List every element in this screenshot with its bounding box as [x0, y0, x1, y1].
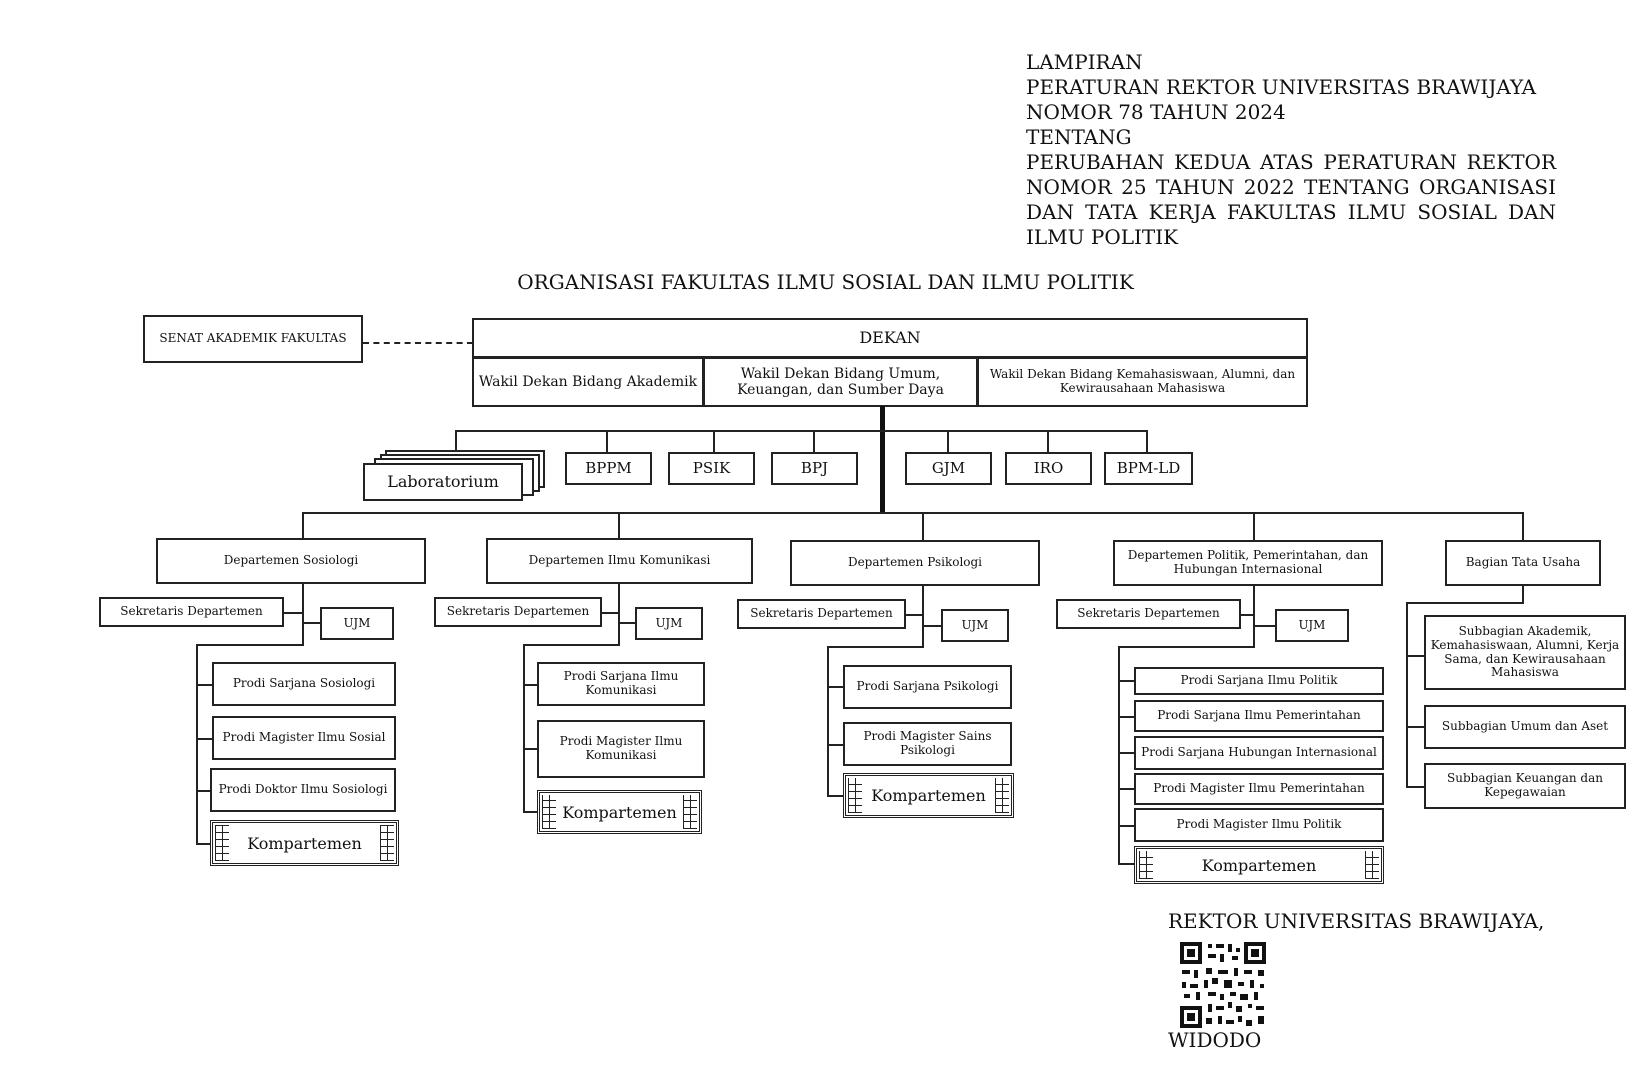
header-ilmu-politik: ILMU POLITIK — [1026, 225, 1179, 249]
sekretaris-komunikasi: Sekretaris Departemen — [434, 597, 602, 627]
dept-sosiologi: Departemen Sosiologi — [156, 538, 426, 584]
main-trunk — [880, 406, 885, 512]
sekretaris-psikologi: Sekretaris Departemen — [737, 599, 906, 629]
rektor-title: REKTOR UNIVERSITAS BRAWIJAYA, — [1168, 909, 1545, 933]
prodi-magister-ilmu-sosial: Prodi Magister Ilmu Sosial — [212, 716, 396, 760]
header-perubahan: PERUBAHAN KEDUA ATAS PERATURAN REKTOR — [1026, 150, 1556, 174]
prodi-sarjana-ilmu-politik: Prodi Sarjana Ilmu Politik — [1134, 667, 1384, 695]
bagian-tata-usaha: Bagian Tata Usaha — [1445, 540, 1601, 586]
sekretaris-politik: Sekretaris Departemen — [1056, 599, 1241, 629]
ujm-komunikasi: UJM — [635, 607, 703, 640]
prodi-sarjana-hubungan-internasional: Prodi Sarjana Hubungan Internasional — [1134, 736, 1384, 770]
subbagian-umum-aset: Subbagian Umum dan Aset — [1424, 705, 1626, 749]
prodi-magister-sains-psikologi: Prodi Magister Sains Psikologi — [843, 722, 1012, 766]
units-connector — [455, 430, 1148, 432]
prodi-sarjana-ilmu-pemerintahan: Prodi Sarjana Ilmu Pemerintahan — [1134, 700, 1384, 732]
bppm-box: BPPM — [565, 452, 652, 485]
bpmld-box: BPM-LD — [1104, 452, 1193, 485]
gjm-box: GJM — [905, 452, 992, 485]
iro-box: IRO — [1005, 452, 1092, 485]
ujm-psikologi: UJM — [941, 609, 1009, 642]
header-tata-kerja: DAN TATA KERJA FAKULTAS ILMU SOSIAL DAN — [1026, 200, 1556, 224]
kompartemen-psikologi: Kompartemen — [843, 773, 1014, 818]
prodi-magister-ilmu-politik: Prodi Magister Ilmu Politik — [1134, 808, 1384, 842]
prodi-sarjana-ilmu-komunikasi: Prodi Sarjana Ilmu Komunikasi — [537, 662, 705, 706]
kompartemen-politik: Kompartemen — [1134, 846, 1384, 884]
ujm-politik: UJM — [1275, 609, 1349, 642]
dept-politik: Departemen Politik, Pemerintahan, dan Hu… — [1113, 540, 1383, 586]
dept-psikologi: Departemen Psikologi — [790, 540, 1040, 586]
header-nomor: NOMOR 78 TAHUN 2024 — [1026, 100, 1286, 124]
header-tentang: TENTANG — [1026, 125, 1132, 149]
wakil-dekan-kemahasiswaan: Wakil Dekan Bidang Kemahasiswaan, Alumni… — [977, 357, 1308, 407]
header-lampiran: LAMPIRAN — [1026, 50, 1143, 74]
kompartemen-sosiologi: Kompartemen — [210, 820, 399, 866]
prodi-sarjana-psikologi: Prodi Sarjana Psikologi — [843, 665, 1012, 709]
laboratorium-box: Laboratorium — [363, 463, 523, 501]
prodi-doktor-ilmu-sosiologi: Prodi Doktor Ilmu Sosiologi — [210, 768, 396, 812]
prodi-sarjana-sosiologi: Prodi Sarjana Sosiologi — [212, 662, 396, 706]
header-peraturan: PERATURAN REKTOR UNIVERSITAS BRAWIJAYA — [1026, 75, 1537, 99]
subbagian-akademik: Subbagian Akademik, Kemahasiswaan, Alumn… — [1424, 615, 1626, 690]
subbagian-keuangan: Subbagian Keuangan dan Kepegawaian — [1424, 763, 1626, 809]
dekan-box: DEKAN — [472, 318, 1308, 358]
prodi-magister-ilmu-pemerintahan: Prodi Magister Ilmu Pemerintahan — [1134, 773, 1384, 805]
prodi-magister-ilmu-komunikasi: Prodi Magister Ilmu Komunikasi — [537, 720, 705, 778]
header-nomor-25: NOMOR 25 TAHUN 2022 TENTANG ORGANISASI — [1026, 175, 1556, 199]
kompartemen-komunikasi: Kompartemen — [537, 790, 702, 834]
wakil-dekan-umum: Wakil Dekan Bidang Umum, Keuangan, dan S… — [703, 357, 978, 407]
dept-ilmu-komunikasi: Departemen Ilmu Komunikasi — [486, 538, 753, 584]
ujm-sosiologi: UJM — [320, 607, 394, 640]
senat-dashed-link — [363, 342, 473, 344]
wakil-dekan-akademik: Wakil Dekan Bidang Akademik — [472, 357, 704, 407]
senat-box: SENAT AKADEMIK FAKULTAS — [143, 315, 363, 363]
bpj-box: BPJ — [771, 452, 858, 485]
page-title: ORGANISASI FAKULTAS ILMU SOSIAL DAN ILMU… — [517, 270, 1134, 294]
rektor-name: WIDODO — [1168, 1028, 1262, 1052]
psik-box: PSIK — [668, 452, 755, 485]
qr-code-icon — [1178, 940, 1268, 1030]
departments-connector — [302, 512, 1524, 514]
sekretaris-sosiologi: Sekretaris Departemen — [99, 597, 284, 627]
